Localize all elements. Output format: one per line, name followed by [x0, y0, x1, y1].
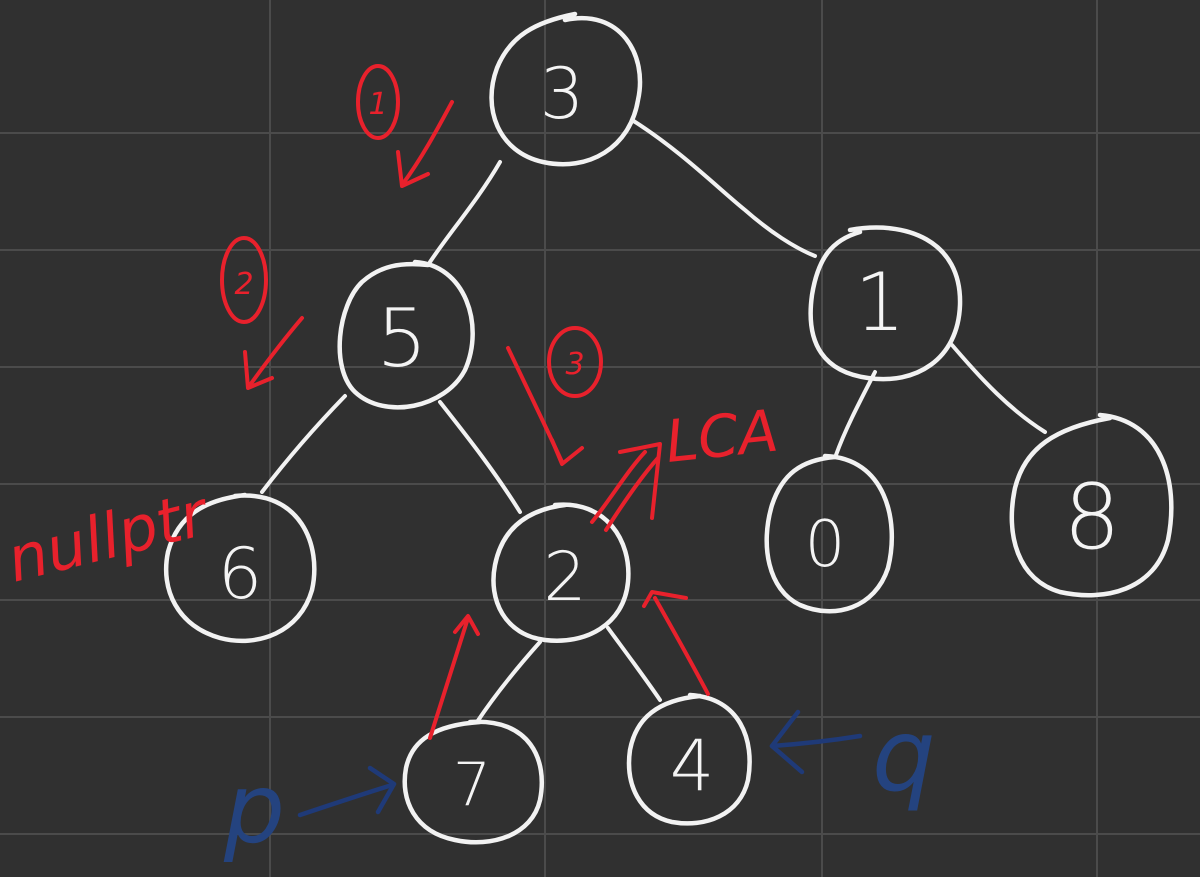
step-1-arrowhead — [396, 150, 430, 188]
step-1-arrow — [400, 100, 454, 187]
node-4-label: 4 — [670, 725, 715, 807]
edge-1-8 — [950, 343, 1047, 434]
arrow-7-to-2 — [428, 616, 470, 740]
edge-2-7 — [475, 640, 542, 724]
node-4: 4 — [626, 692, 752, 826]
node-8: 8 — [1009, 412, 1174, 598]
p-arrow — [297, 782, 395, 818]
lca-label: LCA — [662, 397, 781, 476]
node-1: 1 — [808, 225, 963, 382]
q-label: q — [872, 697, 935, 814]
edge-5-6 — [260, 394, 347, 494]
lca-arrowhead — [618, 442, 662, 520]
step-2-arrowhead — [243, 350, 274, 390]
node-2-label: 2 — [543, 538, 586, 617]
edge-2-4 — [606, 626, 662, 702]
step-2-marker: 2 — [220, 236, 268, 324]
lca-arrow-right — [604, 456, 660, 532]
blue-annotations: p q — [223, 697, 935, 865]
arrow-7-to-2-head — [453, 614, 480, 636]
node-3: 3 — [489, 11, 643, 167]
node-0-label: 0 — [805, 508, 846, 582]
tree-edges — [260, 118, 1047, 724]
step-1-label: 1 — [368, 87, 387, 122]
p-label: p — [223, 753, 285, 865]
step-2-label: 2 — [234, 267, 253, 302]
arrow-4-to-2 — [653, 596, 710, 696]
step-3-label: 3 — [565, 347, 584, 382]
node-6: 6 — [163, 492, 317, 644]
lca-arrow-left — [590, 450, 647, 524]
node-7: 7 — [402, 719, 545, 845]
step-2-arrow — [248, 316, 304, 387]
node-5-label: 5 — [377, 292, 428, 385]
q-arrowhead — [769, 709, 805, 775]
edge-1-0 — [834, 370, 877, 457]
edge-5-2 — [438, 400, 522, 514]
q-arrow — [769, 733, 863, 749]
node-7-label: 7 — [453, 750, 491, 820]
node-2: 2 — [491, 502, 631, 643]
step-3-marker: 3 — [547, 326, 603, 398]
arrow-4-to-2-head — [642, 590, 688, 608]
node-5: 5 — [337, 259, 475, 410]
step-3-arrowhead — [550, 438, 584, 466]
node-0: 0 — [764, 453, 895, 614]
node-3-label: 3 — [540, 53, 585, 135]
nullptr-label: nullptr — [0, 476, 217, 597]
step-1-marker: 1 — [356, 64, 400, 140]
node-6-label: 6 — [218, 533, 263, 615]
node-1-label: 1 — [855, 256, 906, 349]
edge-3-5 — [428, 160, 502, 264]
tree-nodes: 3 5 1 6 2 0 8 7 — [163, 11, 1174, 845]
red-annotations: 1 2 3 nullptr LCA — [0, 64, 781, 740]
node-8-label: 8 — [1063, 465, 1120, 570]
edge-3-1 — [630, 118, 817, 258]
p-arrowhead — [367, 765, 397, 815]
